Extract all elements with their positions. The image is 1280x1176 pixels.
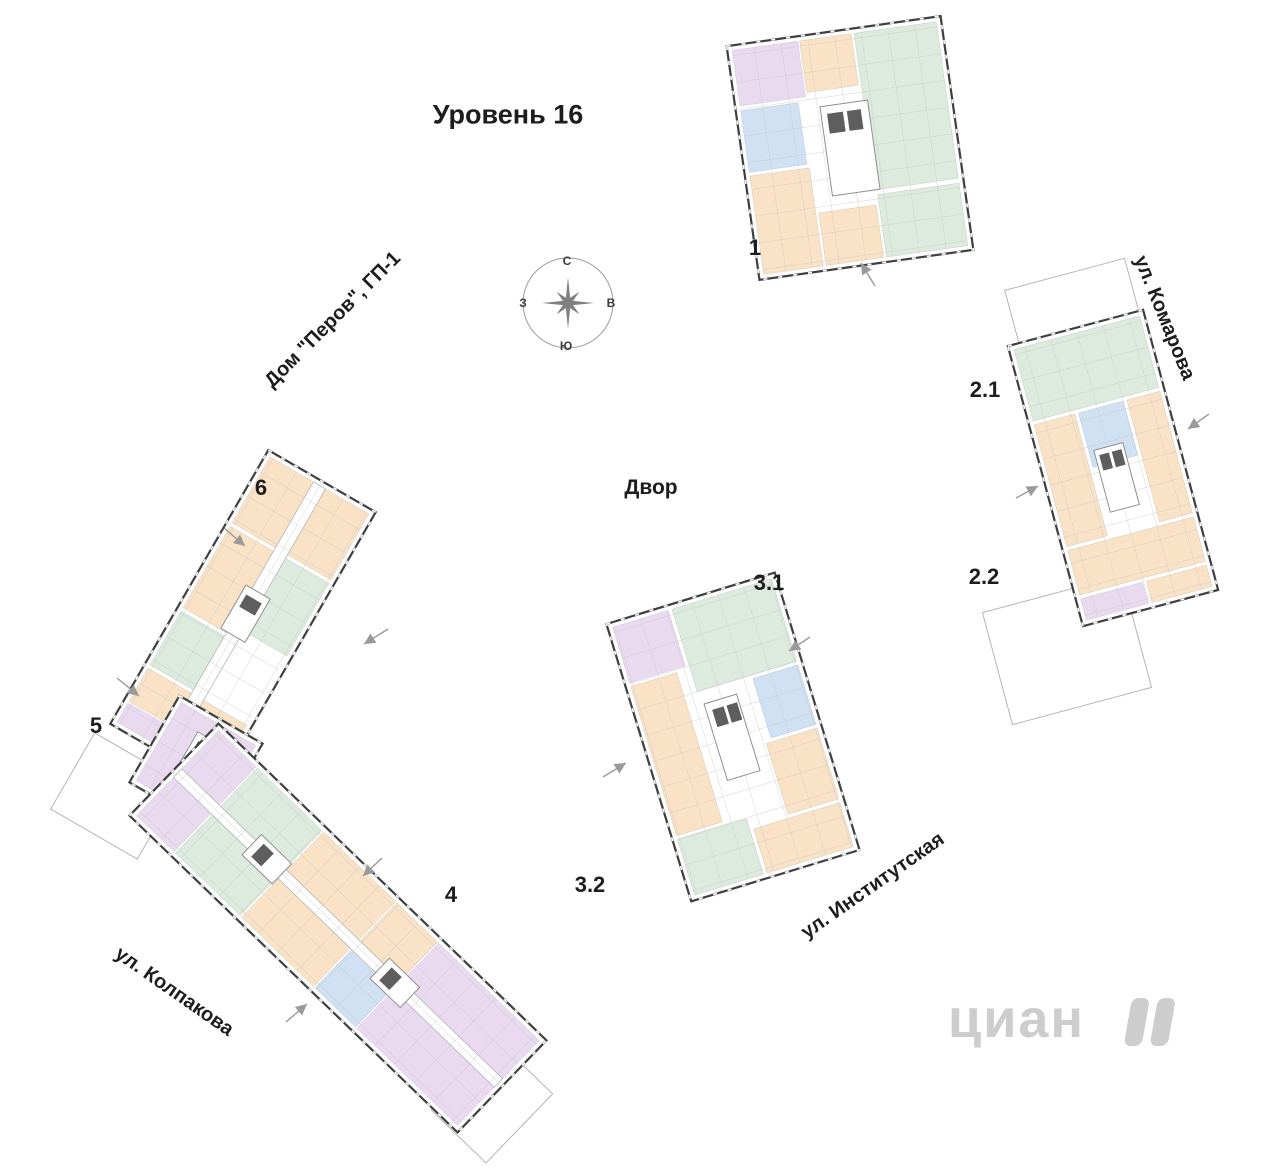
page-title: Уровень 16	[432, 99, 584, 130]
building-label-6: 6	[254, 475, 268, 500]
compass-south-label: Ю	[559, 339, 573, 353]
compass-rose	[522, 257, 614, 349]
entrance-arrow	[860, 262, 876, 287]
courtyard-label: Двор	[624, 476, 678, 499]
building-label-1: 1	[748, 235, 762, 260]
compass-star-icon	[542, 277, 594, 329]
compass-west-label: З	[519, 296, 527, 310]
building-label-2-2: 2.2	[968, 564, 1000, 589]
cian-logo-icon	[1124, 998, 1175, 1046]
watermark: циан	[948, 992, 1085, 1046]
entrance-arrow	[602, 762, 627, 778]
entrance-arrow	[285, 1003, 308, 1023]
entrance-arrows	[116, 262, 1210, 1023]
watermark-text: циан	[948, 989, 1086, 1049]
compass-north-label: С	[562, 254, 572, 268]
entrance-arrow	[363, 628, 389, 645]
entrance-arrow	[1187, 413, 1210, 430]
building-label-3-2: 3.2	[574, 872, 606, 897]
building-label-4: 4	[444, 882, 458, 907]
outline-footprint-below-2-2	[981, 574, 1153, 726]
building-3-plan	[605, 571, 861, 903]
building-2-plan	[1006, 308, 1220, 628]
building-label-3-1: 3.1	[753, 570, 785, 595]
building-1-plan	[725, 14, 975, 282]
entrance-arrow	[1015, 485, 1039, 499]
compass-east-label: В	[606, 296, 616, 310]
building-label-2-1: 2.1	[969, 377, 1001, 402]
entrance-arrow	[116, 677, 140, 697]
entrance-arrow	[362, 857, 383, 877]
building-4-plan	[127, 722, 549, 1134]
building-label-5: 5	[89, 713, 103, 738]
entrance-arrow	[223, 527, 246, 547]
entrance-arrow	[788, 636, 811, 652]
